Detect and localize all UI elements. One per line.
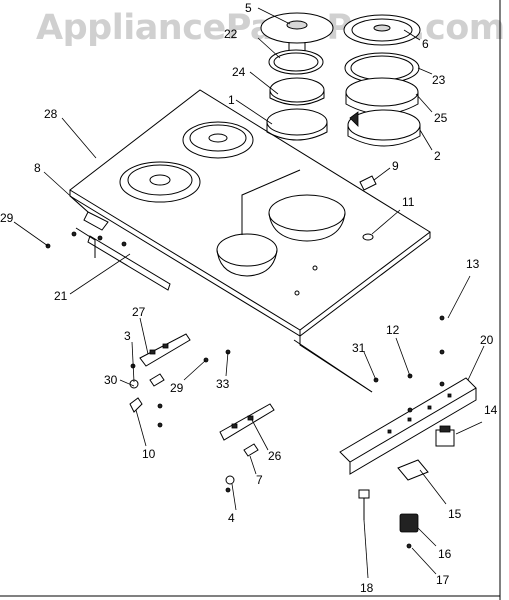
leader-lines xyxy=(13,7,485,579)
callout-8: 8 xyxy=(34,161,41,175)
callout-25: 25 xyxy=(434,111,448,125)
trim-strip-left xyxy=(45,211,231,363)
callout-24: 24 xyxy=(232,65,246,79)
callout-3: 3 xyxy=(124,329,131,343)
element-stack-left xyxy=(260,12,334,141)
callout-33: 33 xyxy=(216,377,230,391)
callout-1: 1 xyxy=(228,93,235,107)
callout-31: 31 xyxy=(352,341,366,355)
callout-26: 26 xyxy=(268,449,282,463)
callout-27: 27 xyxy=(132,305,146,319)
switch-bracket-front xyxy=(129,333,191,428)
cooktop-panel xyxy=(69,89,431,393)
callout-21: 21 xyxy=(54,289,68,303)
element-stack-right xyxy=(343,14,421,147)
callout-22: 22 xyxy=(224,27,238,41)
terminal-bracket xyxy=(293,315,477,549)
callout-15: 15 xyxy=(448,507,462,521)
callout-6: 6 xyxy=(422,37,429,51)
callout-9: 9 xyxy=(392,159,399,173)
callout-20: 20 xyxy=(480,333,494,347)
switch-bracket-rear xyxy=(219,403,275,493)
callout-16: 16 xyxy=(438,547,452,561)
callout-labels: 5 22 24 1 28 8 29 21 27 3 30 10 29 33 26… xyxy=(0,1,498,595)
callout-17: 17 xyxy=(436,573,450,587)
callout-23: 23 xyxy=(432,73,446,87)
callout-29-left: 29 xyxy=(0,211,14,225)
callout-14: 14 xyxy=(484,403,498,417)
callout-2: 2 xyxy=(434,149,441,163)
callout-30: 30 xyxy=(104,373,118,387)
callout-29-center: 29 xyxy=(170,381,184,395)
callout-4: 4 xyxy=(228,511,235,525)
callout-18: 18 xyxy=(360,581,374,595)
callout-5: 5 xyxy=(245,1,252,15)
callout-12: 12 xyxy=(386,323,400,337)
callout-10: 10 xyxy=(142,447,156,461)
callout-28: 28 xyxy=(44,107,58,121)
callout-11: 11 xyxy=(402,195,415,209)
callout-13: 13 xyxy=(466,257,480,271)
indicator-light xyxy=(359,175,377,241)
callout-7: 7 xyxy=(256,473,263,487)
